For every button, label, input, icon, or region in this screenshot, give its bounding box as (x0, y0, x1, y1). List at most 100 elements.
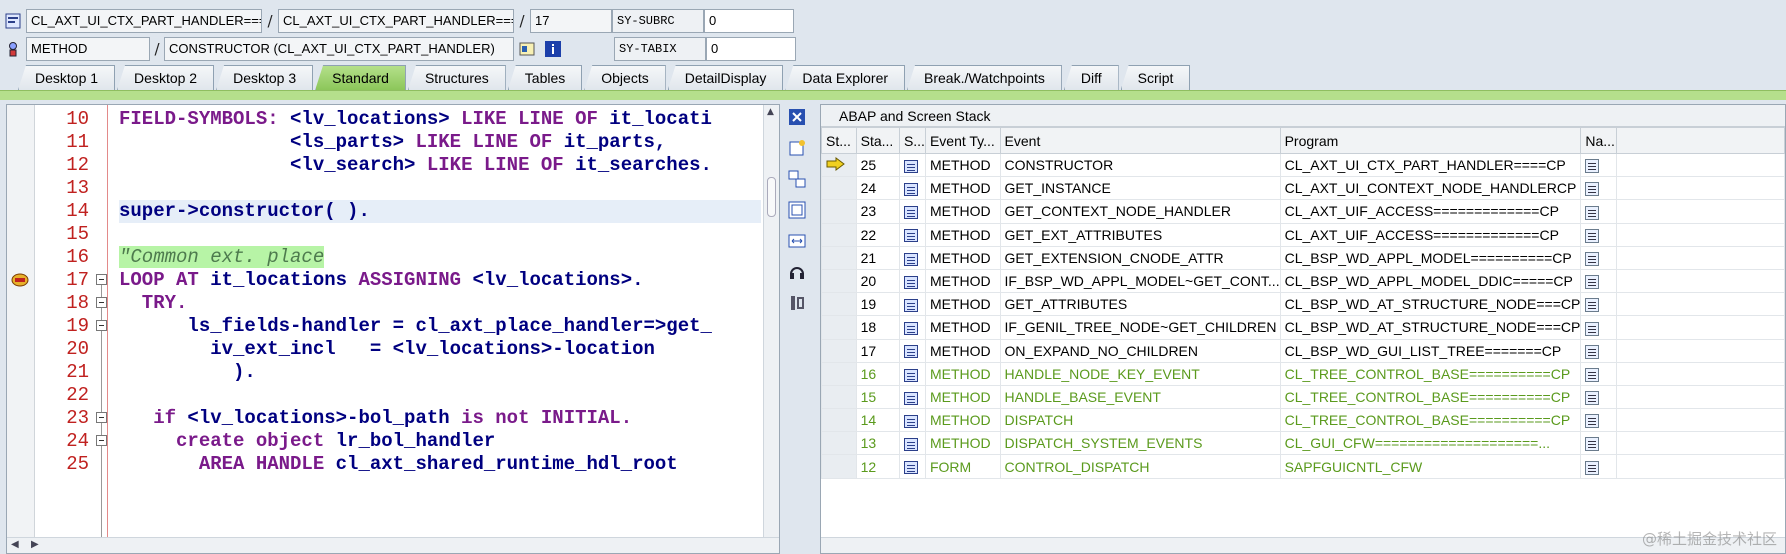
breakpoint-gutter[interactable] (7, 105, 35, 553)
stack-cell-s[interactable] (898, 176, 926, 201)
fold-toggle-loop[interactable] (96, 274, 107, 285)
stack-cell-event[interactable]: GET_EXTENSION_CNODE_ATTR (999, 245, 1281, 270)
code-line[interactable]: if <lv_locations>-bol_path is not INITIA… (119, 407, 761, 430)
stack-cell-level[interactable]: 17 (855, 338, 900, 363)
sy-subrc-value[interactable]: 0 (704, 9, 794, 33)
stack-cell-status[interactable] (821, 222, 857, 247)
stack-cell-level[interactable]: 21 (855, 245, 900, 270)
stack-cell-event-type[interactable]: METHOD (924, 315, 1001, 340)
stack-cell-s[interactable] (898, 361, 926, 386)
stack-cell-program[interactable]: CL_BSP_WD_APPL_MODEL==========CP (1279, 245, 1582, 270)
stack-cell-status[interactable] (821, 408, 857, 433)
stack-cell-status[interactable] (821, 454, 857, 479)
navigate-icon[interactable] (1585, 391, 1600, 406)
navigate-icon[interactable] (1585, 367, 1600, 382)
new-tool-icon[interactable] (786, 137, 808, 159)
stack-cell-s[interactable] (898, 431, 926, 456)
stack-cell-event-type[interactable]: METHOD (924, 222, 1001, 247)
code-line-current[interactable]: super->constructor( ). (119, 200, 761, 223)
stack-cell-navigate[interactable] (1580, 292, 1618, 317)
col-header-program[interactable]: Program (1279, 127, 1582, 154)
stack-cell-event-type[interactable]: METHOD (924, 268, 1001, 294)
stack-cell-event-type[interactable]: METHOD (924, 338, 1001, 363)
stack-cell-navigate[interactable] (1580, 268, 1618, 294)
editor-vertical-scrollbar[interactable]: ▲ (763, 105, 779, 553)
tab-detail-display[interactable]: DetailDisplay (667, 65, 784, 90)
class-name-field[interactable]: CL_AXT_UI_CTX_PART_HANDLER===... (26, 9, 262, 33)
stack-cell-level[interactable]: 20 (855, 268, 900, 294)
stack-cell-level[interactable]: 23 (855, 199, 900, 224)
code-line[interactable] (119, 177, 761, 200)
stack-cell-level[interactable]: 18 (855, 315, 900, 340)
line-number-field[interactable]: 17 (530, 9, 612, 33)
navigate-icon[interactable] (1585, 228, 1600, 243)
fold-toggle-create[interactable] (96, 435, 107, 446)
event-type-field[interactable]: METHOD (26, 37, 150, 61)
stack-cell-navigate[interactable] (1580, 199, 1618, 224)
stack-cell-navigate[interactable] (1580, 222, 1618, 247)
col-header-stack-level[interactable]: Sta... (855, 127, 900, 154)
stack-cell-event[interactable]: GET_CONTEXT_NODE_HANDLER (999, 199, 1281, 224)
stack-cell-event-type[interactable]: METHOD (924, 176, 1001, 201)
stack-cell-program[interactable]: CL_BSP_WD_GUI_LIST_TREE=======CP (1279, 338, 1582, 363)
stack-cell-program[interactable]: CL_BSP_WD_AT_STRUCTURE_NODE===CP (1279, 292, 1582, 317)
stack-cell-navigate[interactable] (1580, 338, 1618, 363)
stack-cell-s[interactable] (898, 268, 926, 294)
stack-cell-program[interactable]: CL_AXT_UI_CTX_PART_HANDLER====CP (1279, 152, 1582, 178)
breakpoint-icon[interactable] (11, 272, 31, 292)
stack-cell-status[interactable] (821, 361, 857, 386)
editor-horizontal-scrollbar[interactable]: ◀ ▶ (7, 537, 779, 553)
stack-cell-event-type[interactable]: METHOD (924, 361, 1001, 386)
stack-cell-event-type[interactable]: METHOD (924, 431, 1001, 456)
code-line[interactable]: FIELD-SYMBOLS: <lv_locations> LIKE LINE … (119, 108, 761, 131)
program-name-field[interactable]: CL_AXT_UI_CTX_PART_HANDLER===... (278, 9, 514, 33)
stack-cell-navigate[interactable] (1580, 361, 1618, 386)
code-line[interactable]: ). (119, 361, 761, 384)
navigate-icon[interactable] (1585, 182, 1600, 197)
tab-diff[interactable]: Diff (1063, 65, 1119, 90)
navigate-icon[interactable] (1585, 159, 1600, 174)
stack-cell-event[interactable]: HANDLE_NODE_KEY_EVENT (999, 361, 1281, 386)
info-icon[interactable] (544, 40, 562, 58)
tab-standard[interactable]: Standard (315, 65, 406, 90)
stack-cell-s[interactable] (898, 292, 926, 317)
stack-cell-navigate[interactable] (1580, 176, 1618, 201)
stack-cell-status[interactable] (821, 268, 857, 294)
scroll-left-icon[interactable]: ◀ (11, 539, 19, 550)
stack-cell-event[interactable]: DISPATCH (999, 408, 1281, 433)
scroll-thumb[interactable] (767, 177, 776, 217)
navigate-icon[interactable] (1585, 321, 1600, 336)
stack-cell-event[interactable]: CONTROL_DISPATCH (999, 454, 1281, 479)
stack-cell-s[interactable] (898, 338, 926, 363)
scroll-up-icon[interactable]: ▲ (767, 107, 774, 117)
fold-toggle-try[interactable] (96, 297, 107, 308)
display-object-icon[interactable] (518, 40, 536, 58)
tab-structures[interactable]: Structures (407, 65, 506, 90)
tab-tables[interactable]: Tables (507, 65, 583, 90)
fold-toggle-statement[interactable] (96, 320, 107, 331)
navigate-icon[interactable] (1585, 344, 1600, 359)
tab-breakpoints[interactable]: Break./Watchpoints (907, 65, 1062, 90)
code-line[interactable]: ls_fields-handler = cl_axt_place_handler… (119, 315, 761, 338)
col-header-event-type[interactable]: Event Ty... (924, 127, 1001, 154)
stack-cell-status[interactable] (821, 384, 857, 410)
tools-tool-icon[interactable] (786, 292, 808, 314)
stack-cell-event[interactable]: GET_EXT_ATTRIBUTES (999, 222, 1281, 247)
stack-cell-level[interactable]: 25 (855, 152, 900, 178)
stack-cell-s[interactable] (898, 408, 926, 433)
stack-cell-s[interactable] (898, 315, 926, 340)
stack-cell-level[interactable]: 15 (855, 384, 900, 410)
navigate-icon[interactable] (1585, 414, 1600, 429)
stack-cell-navigate[interactable] (1580, 245, 1618, 270)
stack-cell-event-type[interactable]: METHOD (924, 292, 1001, 317)
scroll-right-icon[interactable]: ▶ (31, 539, 39, 550)
